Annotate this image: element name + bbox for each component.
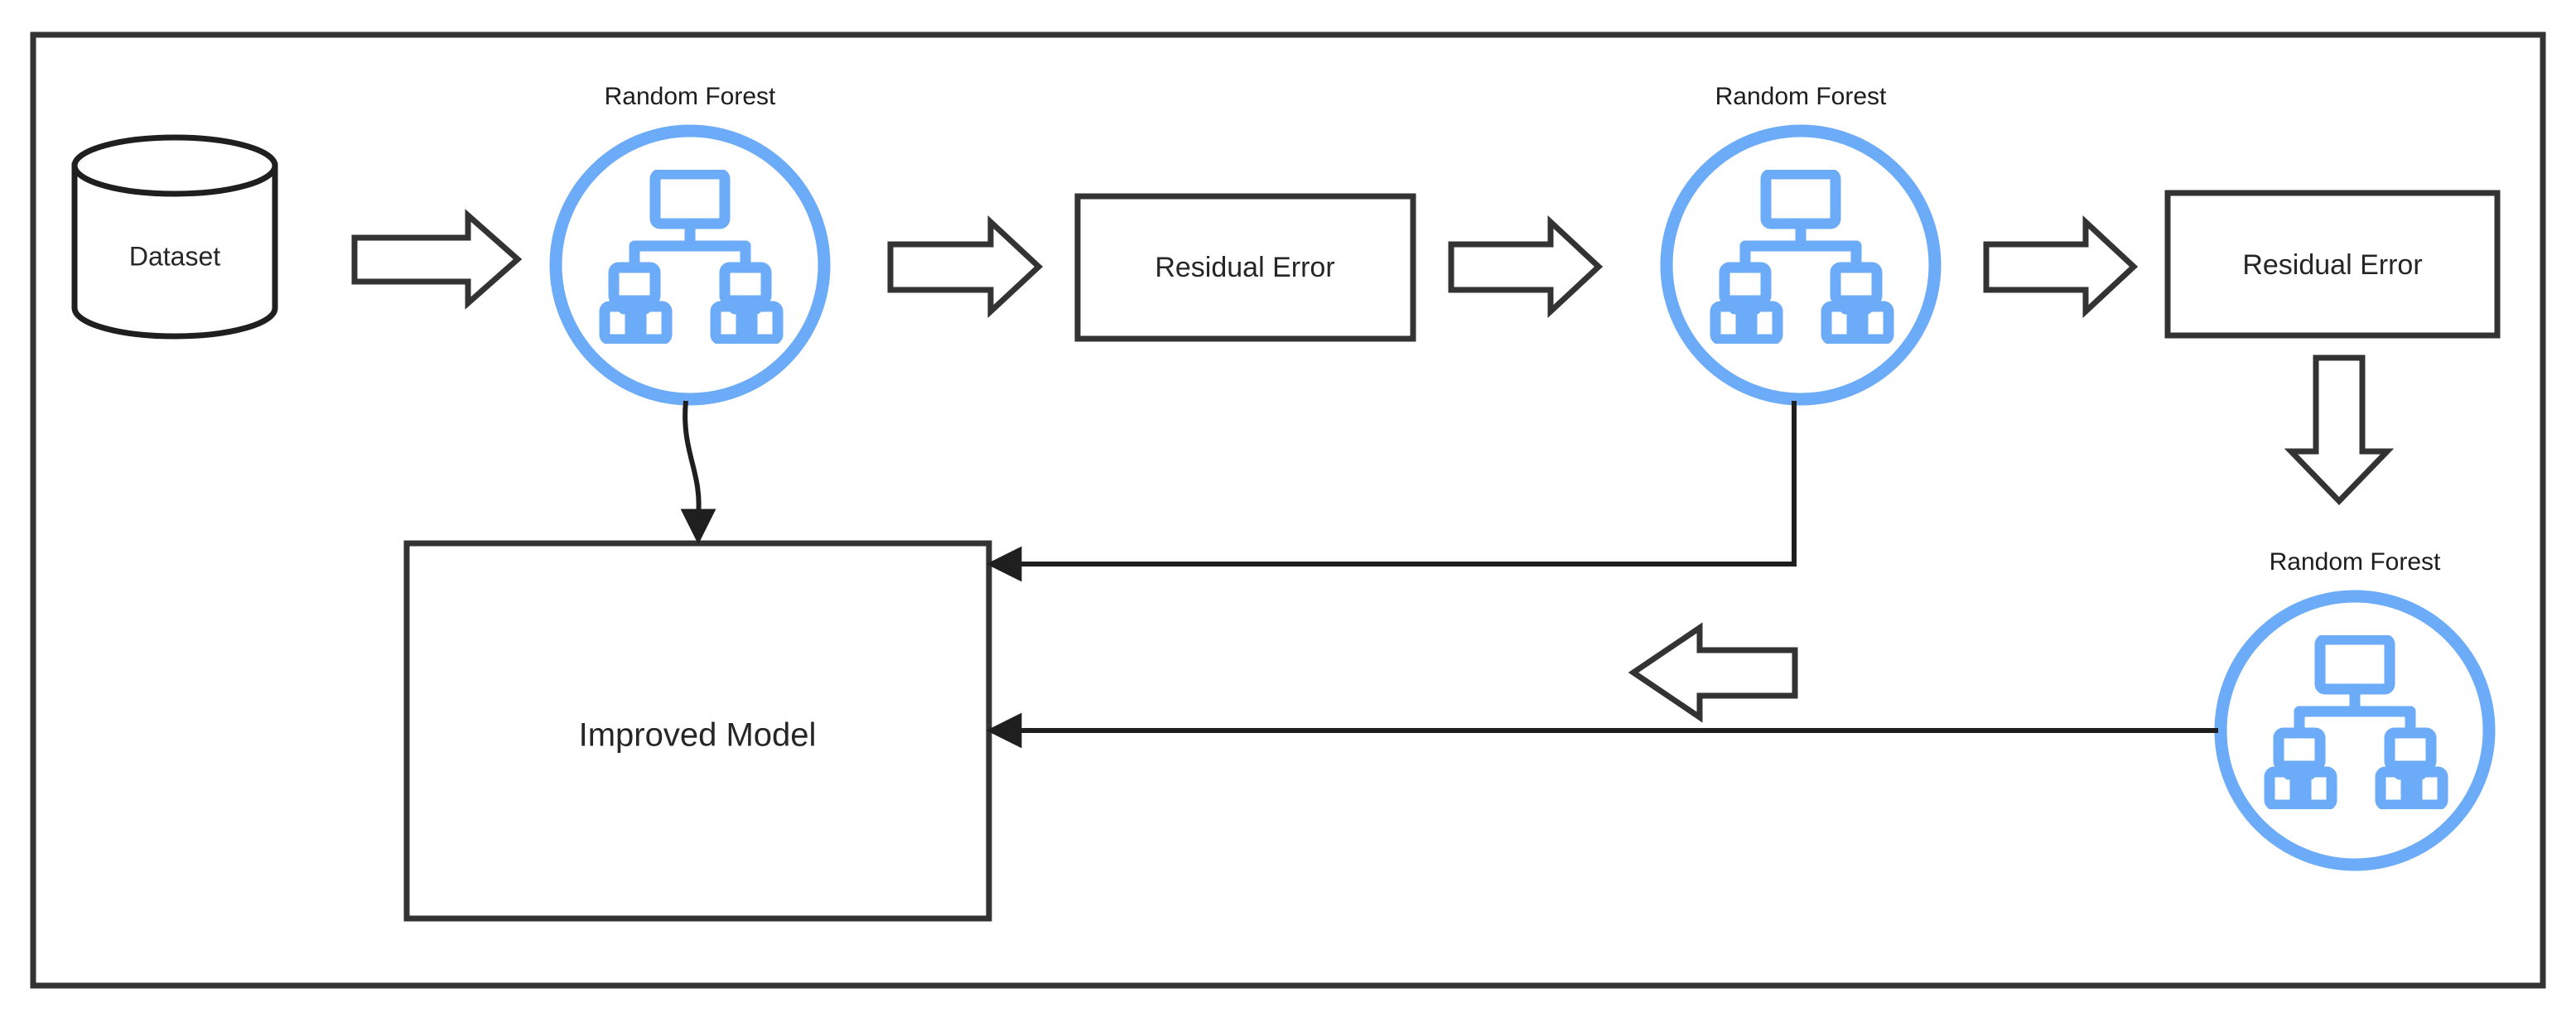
improved-model-label: Improved Model (579, 717, 817, 754)
node-residual-error-1[interactable]: Residual Error (1074, 193, 1416, 342)
line-rf2-to-improved-model (986, 401, 1797, 582)
residual-error-2-label: Residual Error (2242, 249, 2422, 281)
arrow-dataset-to-rf1 (351, 209, 523, 310)
random-forest-1-label: Random Forest (605, 83, 776, 110)
cylinder-top (71, 134, 278, 197)
connector-path (683, 400, 702, 516)
arrowhead (986, 546, 1022, 582)
node-random-forest-1[interactable]: Random Forest (549, 83, 831, 406)
residual-error-1-box (1074, 193, 1416, 342)
arrow-feedback-left (1628, 622, 1798, 723)
residual-error-1-label: Residual Error (1155, 252, 1334, 283)
arrowhead (986, 712, 1022, 749)
node-improved-model[interactable]: Improved Model (403, 540, 992, 922)
arrow-rf1-to-residual1 (887, 215, 1044, 319)
arrow-rf2-to-residual2 (1983, 215, 2139, 319)
line-rf3-to-improved-model (986, 712, 2218, 749)
residual-error-2-box (2164, 190, 2501, 339)
random-forest-3-label: Random Forest (2270, 548, 2441, 576)
arrow-residual1-to-rf2 (1448, 215, 1604, 319)
node-random-forest-3[interactable]: Random Forest (2214, 548, 2496, 871)
arrowhead (680, 509, 716, 545)
line-rf1-to-improved-model (680, 400, 716, 545)
cylinder-body (71, 162, 278, 340)
dataset-label: Dataset (129, 241, 220, 271)
random-forest-2-label: Random Forest (1715, 83, 1887, 110)
node-random-forest-2[interactable]: Random Forest (1660, 83, 1942, 406)
node-dataset[interactable]: Dataset (71, 134, 278, 340)
arrow-residual2-to-rf3 (2284, 354, 2395, 506)
node-residual-error-2[interactable]: Residual Error (2164, 190, 2501, 339)
connector-path (1015, 401, 1797, 567)
